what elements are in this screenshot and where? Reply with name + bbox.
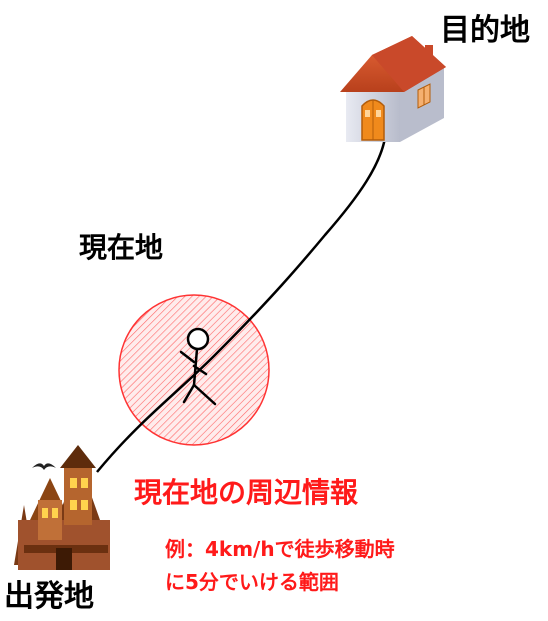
example-line-1: 例：4km/hで徒歩移動時 bbox=[165, 537, 395, 561]
example-line-2: に5分でいける範囲 bbox=[165, 570, 339, 594]
origin-label: 出発地 bbox=[4, 579, 94, 614]
stick-figure-icon bbox=[179, 327, 217, 406]
current-location-label: 現在地 bbox=[79, 231, 164, 264]
destination-label: 目的地 bbox=[440, 13, 530, 48]
route-line bbox=[96, 137, 387, 473]
house-icon bbox=[340, 36, 446, 142]
surrounding-info-label: 現在地の周辺情報 bbox=[134, 476, 359, 509]
haunted-mansion-icon bbox=[14, 445, 110, 570]
